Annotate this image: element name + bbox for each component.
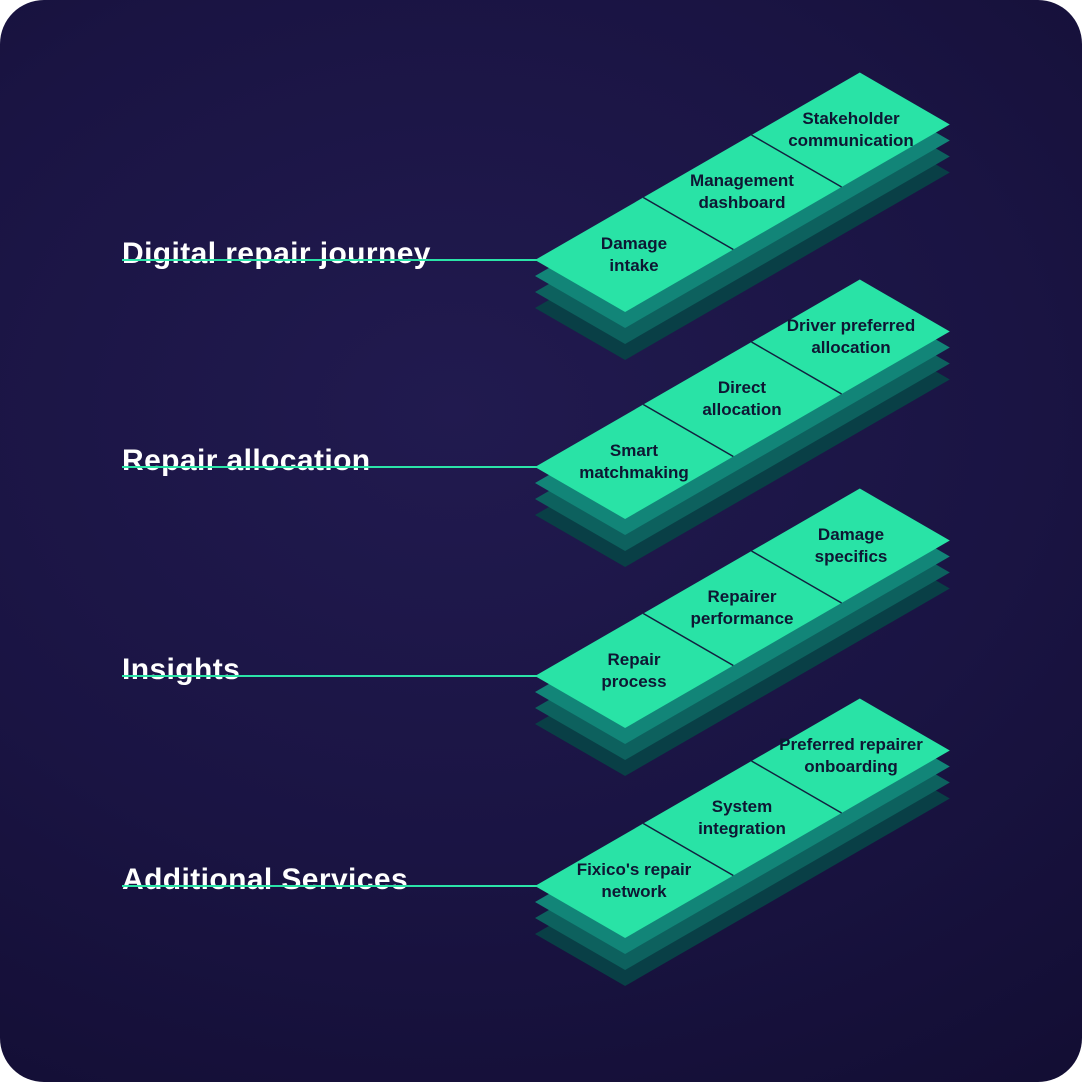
- isometric-stack: Smart matchmaking Direct allocation Driv…: [533, 277, 953, 569]
- tile-label: Stakeholder communication: [746, 108, 956, 152]
- tile-label: Preferred repairer onboarding: [746, 734, 956, 778]
- stack-top-surface: [535, 279, 950, 519]
- isometric-stack-svg: [535, 72, 950, 360]
- tile-text-line: Driver preferred: [786, 316, 916, 335]
- tile-text-line: System: [711, 797, 773, 816]
- tile-text-line: Repair: [607, 650, 661, 669]
- tile-text-line: matchmaking: [579, 463, 689, 482]
- tile-text-line: Management: [690, 171, 794, 190]
- tile-label: Repair process: [529, 649, 739, 693]
- tile-text-line: communication: [788, 131, 914, 150]
- section-label: Digital repair journey: [122, 236, 431, 270]
- tile-text-line: integration: [698, 819, 786, 838]
- tile-label: Management dashboard: [637, 170, 847, 214]
- tile-text-line: intake: [609, 256, 659, 275]
- tile-text-line: Smart: [609, 441, 659, 460]
- tile-label: Fixico's repair network: [529, 859, 739, 903]
- tile-text-line: allocation: [811, 338, 891, 357]
- connector-line: [122, 885, 541, 887]
- stack-top-surface: [535, 698, 950, 938]
- tile-divider: [642, 612, 734, 667]
- tile-text-line: Preferred repairer: [779, 735, 923, 754]
- isometric-stack-svg: [535, 279, 950, 567]
- tile-divider: [642, 403, 734, 458]
- tile-divider: [751, 550, 842, 604]
- tile-text-line: Direct: [717, 378, 767, 397]
- section-label: Repair allocation: [122, 443, 371, 477]
- section-label: Additional Services: [122, 862, 409, 896]
- tile-divider: [642, 822, 734, 877]
- tile-text-line: Stakeholder: [802, 109, 900, 128]
- tile-text-line: network: [601, 882, 667, 901]
- isometric-stack: Fixico's repair network System integrati…: [533, 696, 953, 988]
- tile-divider: [751, 134, 842, 188]
- tile-text-line: Fixico's repair: [576, 860, 692, 879]
- tile-label: Smart matchmaking: [529, 440, 739, 484]
- tile-divider: [751, 760, 842, 814]
- connector-line: [122, 466, 541, 468]
- stack-top-surface: [535, 488, 950, 728]
- connector-line: [122, 675, 541, 677]
- tile-text-line: process: [601, 672, 667, 691]
- tile-label: Driver preferred allocation: [746, 315, 956, 359]
- tile-text-line: onboarding: [804, 757, 898, 776]
- stack-top-surface: [535, 72, 950, 312]
- tile-text-line: performance: [690, 609, 794, 628]
- tile-label: Damage specifics: [746, 524, 956, 568]
- tile-label: Direct allocation: [637, 377, 847, 421]
- tile-text-line: allocation: [702, 400, 782, 419]
- connector-line: [122, 259, 541, 261]
- isometric-stack: Repair process Repairer performance Dama…: [533, 486, 953, 778]
- tile-divider: [642, 196, 734, 251]
- tile-text-line: dashboard: [698, 193, 786, 212]
- tile-text-line: Repairer: [707, 587, 777, 606]
- tile-divider: [751, 341, 842, 395]
- tile-label: Damage intake: [529, 233, 739, 277]
- tile-text-line: Damage: [600, 234, 668, 253]
- isometric-stack-svg: [535, 488, 950, 776]
- tile-text-line: Damage: [817, 525, 885, 544]
- isometric-stack: Damage intake Management dashboard Stake…: [533, 70, 953, 362]
- section-label: Insights: [122, 652, 241, 686]
- isometric-stack-svg: [535, 698, 950, 986]
- tile-label: Repairer performance: [637, 586, 847, 630]
- tile-text-line: specifics: [814, 547, 888, 566]
- tile-label: System integration: [637, 796, 847, 840]
